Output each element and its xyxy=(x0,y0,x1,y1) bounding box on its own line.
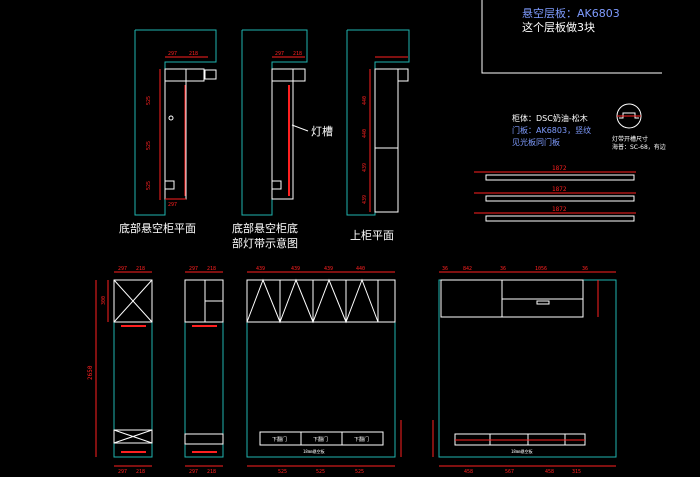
plan-upper-cabinet xyxy=(346,29,410,216)
elev-c-top-2: 439 xyxy=(291,266,300,272)
elev-a-bottom-2: 218 xyxy=(136,469,145,475)
plan-light-label-1: 底部悬空柜底 xyxy=(232,221,298,235)
shelf-dim-3: 1872 xyxy=(552,206,567,213)
light-strip-profile-icon xyxy=(616,103,642,129)
elev-c-bottom-3: 525 xyxy=(355,469,364,475)
plan-light-label-2: 部灯带示意图 xyxy=(232,236,298,250)
elevation-d xyxy=(432,271,617,467)
plan-bottom-label: 底部悬空柜平面 xyxy=(119,221,196,235)
elev-d-top-4: 1056 xyxy=(535,266,547,272)
elev-c-top-4: 440 xyxy=(356,266,365,272)
elev-b-bottom-2: 218 xyxy=(207,469,216,475)
plan-b-top-1: 297 xyxy=(275,51,284,57)
floor-cab-c-label: 18mm悬空板 xyxy=(303,448,325,454)
elev-a-side-top: 300 xyxy=(101,296,107,305)
plan-c-side-3: 439 xyxy=(362,163,368,172)
plan-upper-label: 上柜平面 xyxy=(350,229,394,242)
elev-b-bottom-1: 297 xyxy=(189,469,198,475)
elev-d-bottom-1: 458 xyxy=(464,469,473,475)
drawer-label-1: 下翻门 xyxy=(272,436,287,443)
light-strip-spec: 海普：SC-68，有边 xyxy=(612,143,666,151)
plan-c-side-1: 440 xyxy=(362,96,368,105)
elev-height: 2650 xyxy=(87,365,94,380)
elev-c-bottom-2: 525 xyxy=(316,469,325,475)
elev-a-top-1: 297 xyxy=(118,266,127,272)
elev-c-top-3: 439 xyxy=(324,266,333,272)
elev-d-top-3: 36 xyxy=(500,266,506,272)
elev-d-bottom-4: 315 xyxy=(572,469,581,475)
plan-bottom-light-strip xyxy=(241,29,309,216)
plan-a-side-3: 525 xyxy=(146,181,152,190)
shelf-title: 悬空层板：AK6803 xyxy=(522,6,620,20)
plan-a-bottom: 297 xyxy=(168,202,177,208)
elev-d-top-1: 36 xyxy=(442,266,448,272)
elev-d-top-5: 36 xyxy=(582,266,588,272)
elevation-b xyxy=(184,271,224,467)
shelf-note-frame xyxy=(481,0,662,74)
elevation-a xyxy=(95,271,153,467)
shelf-elevations xyxy=(474,171,636,222)
plan-a-top-1: 297 xyxy=(168,51,177,57)
plan-b-top-2: 218 xyxy=(293,51,302,57)
elevation-c xyxy=(246,271,402,467)
door-panel-note: 门板：AK6803，竖纹 xyxy=(512,125,591,135)
elev-a-bottom-1: 297 xyxy=(118,469,127,475)
shelf-note: 这个层板做3块 xyxy=(522,20,595,34)
plan-bottom-cabinet xyxy=(134,29,217,216)
plan-a-side-1: 525 xyxy=(146,96,152,105)
floor-cab-d-label: 18mm悬空板 xyxy=(511,448,533,454)
drawer-label-3: 下翻门 xyxy=(354,436,369,443)
elev-b-top-2: 218 xyxy=(207,266,216,272)
light-slot-label: 灯槽 xyxy=(311,125,333,138)
plan-a-side-2: 525 xyxy=(146,141,152,150)
elev-c-bottom-1: 525 xyxy=(278,469,287,475)
see-light-note: 见光板同门板 xyxy=(512,137,560,147)
elev-d-bottom-2: 567 xyxy=(505,469,514,475)
elev-a-top-2: 218 xyxy=(136,266,145,272)
cabinet-body-note: 柜体：DSC奶油-松木 xyxy=(512,113,588,123)
elev-c-top-1: 439 xyxy=(256,266,265,272)
elev-b-top-1: 297 xyxy=(189,266,198,272)
drawer-label-2: 下翻门 xyxy=(313,436,328,443)
plan-a-top-2: 218 xyxy=(189,51,198,57)
elev-d-top-2: 842 xyxy=(463,266,472,272)
shelf-dim-1: 1872 xyxy=(552,165,567,172)
plan-c-side-2: 440 xyxy=(362,129,368,138)
shelf-dim-2: 1872 xyxy=(552,186,567,193)
plan-c-side-4: 439 xyxy=(362,195,368,204)
elev-d-bottom-3: 458 xyxy=(545,469,554,475)
light-strip-note: 灯带开槽尺寸 xyxy=(612,135,648,143)
